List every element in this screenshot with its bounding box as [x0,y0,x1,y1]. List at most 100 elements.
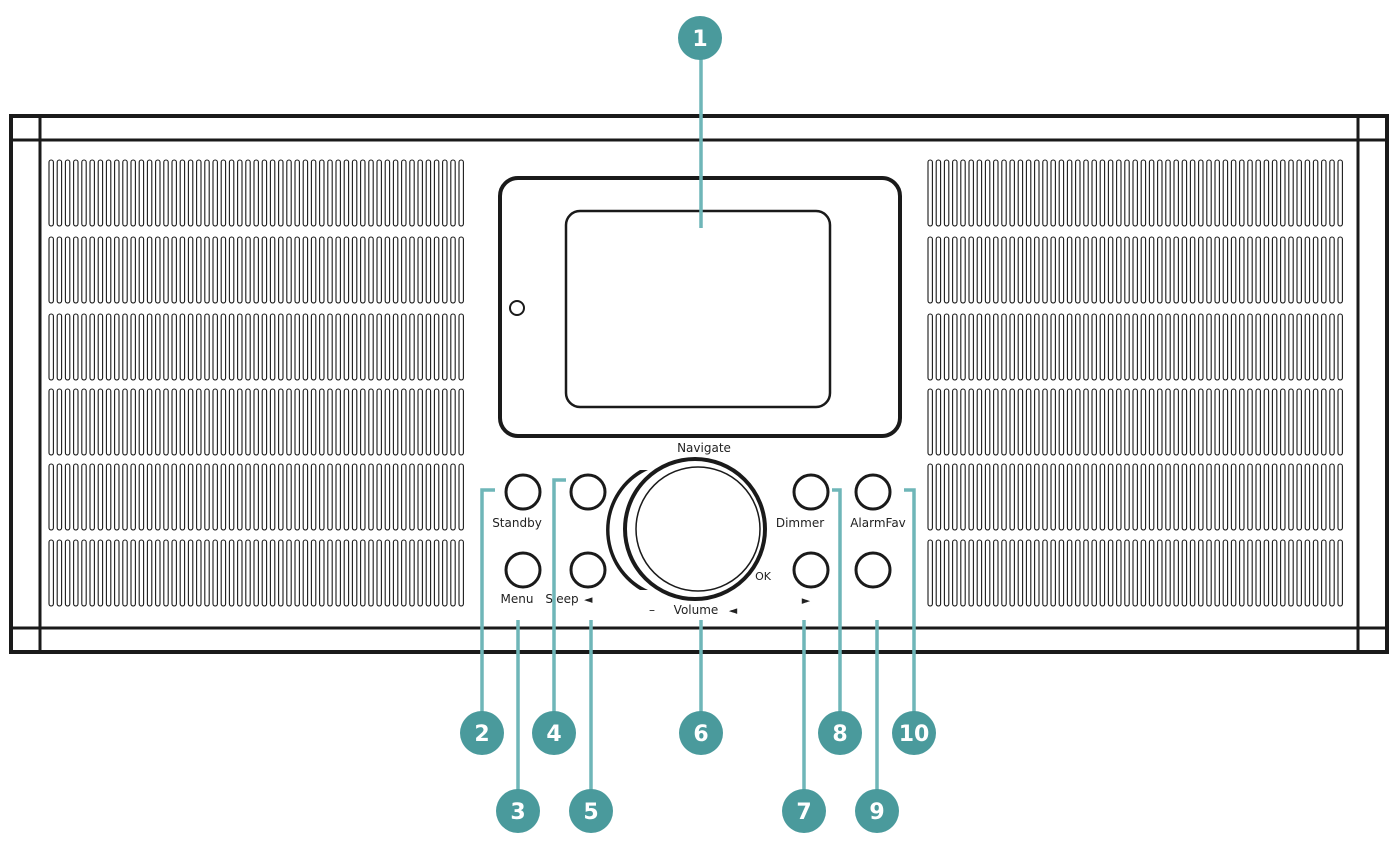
svg-text:1: 1 [692,27,707,52]
standby-label: Standby [492,516,542,530]
grille-slot [450,159,456,227]
sleep-back-button[interactable] [569,551,607,589]
grille-slot [171,539,177,607]
grille-slot [1329,463,1335,531]
grille-slot [1173,313,1179,381]
grille-slot [1222,388,1229,456]
grille-slot [1329,539,1335,607]
grille-slot [1075,159,1081,227]
grille-slot [261,388,268,456]
grille-slot [1148,463,1155,531]
grille-slot [130,388,136,456]
grille-slot [220,313,227,381]
grille-slot [269,388,276,456]
grille-slot [384,159,391,227]
grille-slot [1239,236,1245,304]
forward-button[interactable] [792,551,830,589]
grille-slot [351,388,358,456]
grille-slot [458,313,464,381]
grille-slot [179,159,186,227]
grille-slot [130,313,136,381]
grille-slot [360,236,366,304]
volume-minus-icon: – [649,603,655,617]
grille-slot [1075,236,1081,304]
grille-slot [1296,539,1302,607]
grille-slot [1255,313,1261,381]
grille-slot [1091,539,1097,607]
grille-slot [1321,159,1327,227]
grille-slot [927,463,933,531]
grille-slot [433,159,440,227]
grille-slot [335,539,341,607]
svg-text:2: 2 [474,722,489,747]
menu-button[interactable] [504,551,542,589]
grille-slot [1050,236,1056,304]
grille-slot [146,236,153,304]
grille-slot [81,463,87,531]
grille-slot [1173,236,1179,304]
grille-slot [1042,313,1048,381]
grille-slot [294,236,300,304]
dimmer-label: Dimmer [776,516,824,530]
grille-slot [1312,159,1319,227]
callout-lines [480,55,916,795]
grille-slot [335,236,341,304]
grille-slot [1091,463,1097,531]
grille-slot [286,463,292,531]
grille-slot [310,388,317,456]
grille-slot [376,159,382,227]
navigate-volume-knob[interactable] [606,457,767,601]
grille-slot [335,159,341,227]
grille-slot [968,463,974,531]
grille-slot [196,463,202,531]
alarm-fav-button[interactable] [854,473,892,511]
forward-arrow-icon: ► [802,594,811,607]
grille-slot [368,539,374,607]
grille-slot [1116,463,1122,531]
grille-slot [458,388,464,456]
grille-slot [1050,463,1056,531]
grille-slot [1239,159,1245,227]
preset-button[interactable] [569,473,607,511]
grille-slot [450,236,456,304]
button-group [504,473,892,589]
grille-slot [237,313,243,381]
grille-slot [343,388,350,456]
grille-slot [1206,388,1212,456]
grille-slot [278,463,284,531]
grille-slot [935,463,942,531]
grille-slot [187,159,194,227]
grille-slot [935,236,942,304]
grille-slot [1304,236,1311,304]
grille-slot [1050,313,1056,381]
grille-slot [1034,463,1040,531]
grille-slot [1075,313,1081,381]
grille-slot [1198,159,1204,227]
grille-slot [1222,159,1229,227]
grille-slot [1107,539,1114,607]
grille-slot [1034,236,1040,304]
grille-slot [64,539,71,607]
standby-button[interactable] [504,473,542,511]
grille-slot [196,159,202,227]
grille-slot [1230,159,1237,227]
grille-slot [943,313,950,381]
grille-slot [1107,388,1114,456]
grille-slot [1140,313,1147,381]
grille-slot [97,236,104,304]
dimmer-button[interactable] [792,473,830,511]
grille-slot [122,463,128,531]
grille-slot [927,388,933,456]
grille-slot [417,539,423,607]
info-button[interactable] [854,551,892,589]
grille-slot [1247,388,1253,456]
grille-slot [968,539,974,607]
grille-slot [368,463,374,531]
grille-slot [294,159,300,227]
grille-slot [952,463,958,531]
grille-slot [368,388,374,456]
grille-slot [261,539,268,607]
grille-slot [81,313,87,381]
grille-slot [1066,388,1073,456]
